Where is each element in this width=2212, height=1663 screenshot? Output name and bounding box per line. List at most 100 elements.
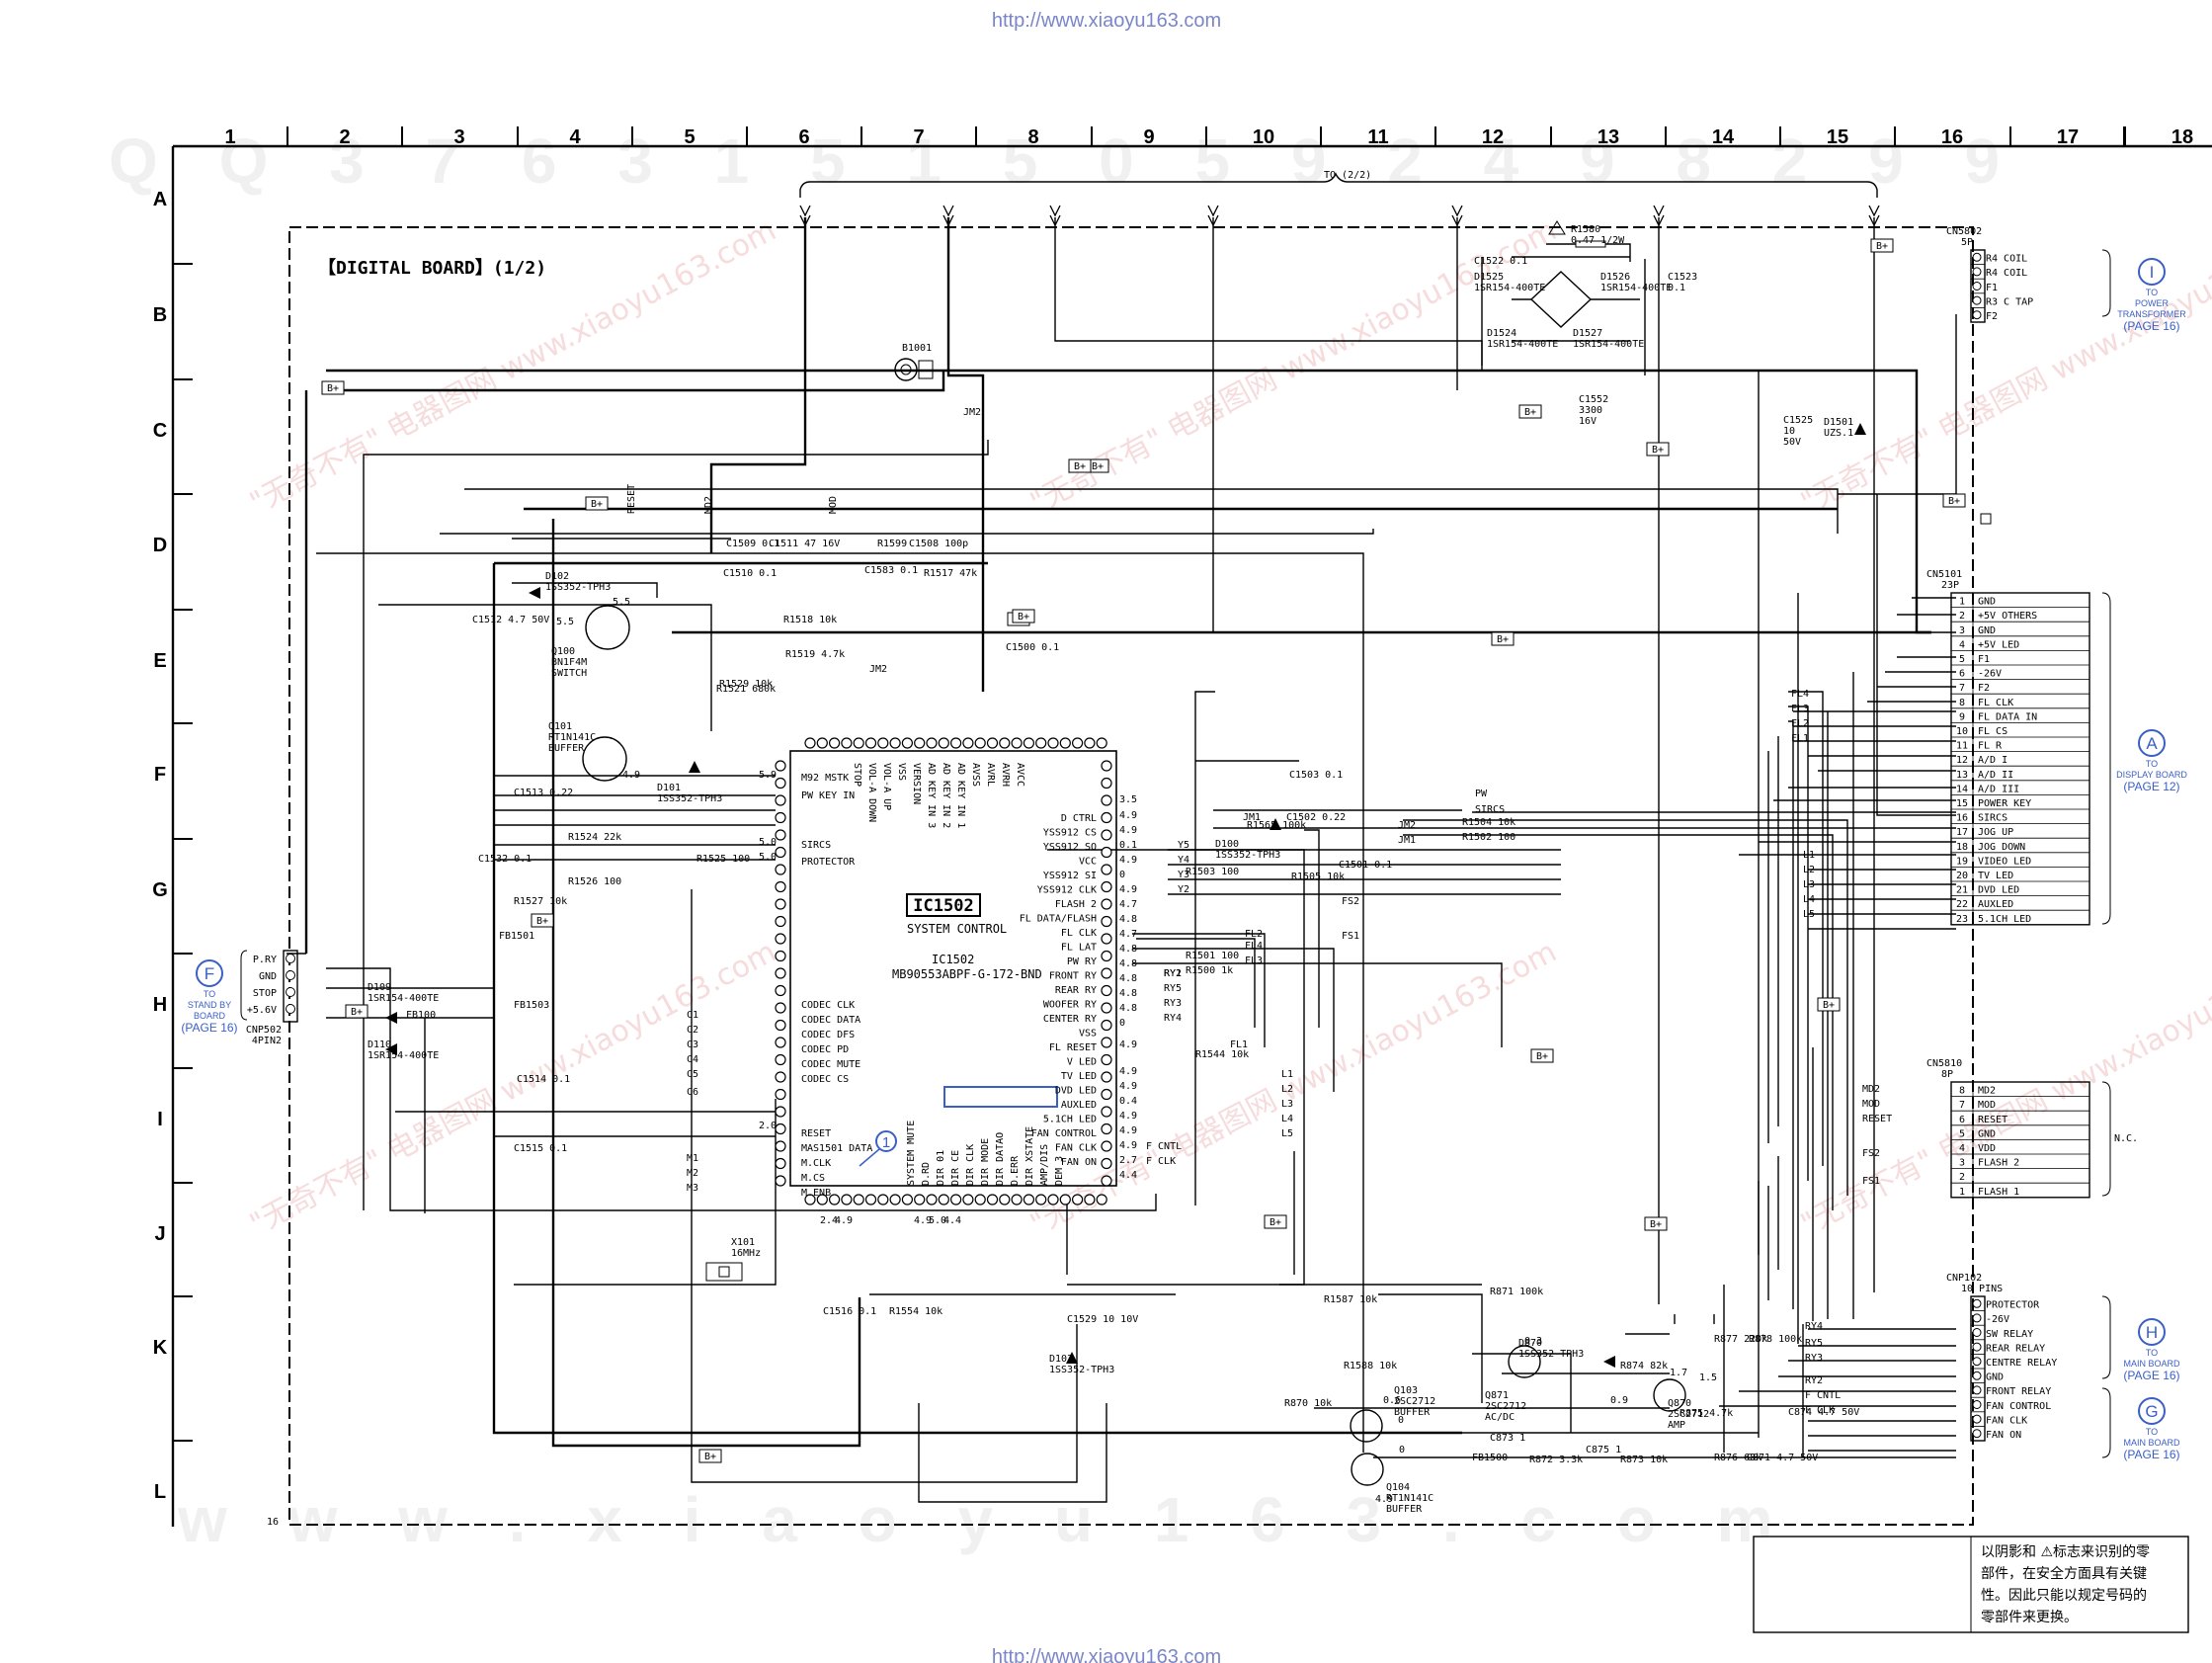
- voltage-reading: 0: [1119, 1018, 1125, 1029]
- voltage-reading: 4.9: [835, 1215, 853, 1226]
- ic-bottom-pin-label: AMP/DIS: [1039, 1144, 1050, 1186]
- voltage-reading: 0: [1398, 1415, 1404, 1426]
- column-label: 13: [1598, 126, 1619, 148]
- net-label: F CLK: [1146, 1156, 1176, 1167]
- voltage-reading: 4.9: [1119, 884, 1137, 895]
- component-label: R1565 100k: [1247, 820, 1306, 831]
- ic-bottom-pin-label: DIR CE: [950, 1150, 961, 1186]
- voltage-reading: 2.4: [820, 1215, 838, 1226]
- destination-letter: G: [2145, 1402, 2158, 1421]
- connector-pin-label: SIRCS: [1978, 813, 2007, 824]
- net-label: L3: [1281, 1099, 1293, 1110]
- bplus-marker: B+: [704, 1452, 716, 1462]
- component-label: Q100: [551, 646, 575, 657]
- voltage-reading: 4.7: [1119, 899, 1137, 910]
- bplus-marker: B+: [1092, 461, 1104, 472]
- connector-pin-number: 1: [1959, 1187, 1965, 1198]
- voltage-reading: 4.8: [1119, 914, 1137, 925]
- component-label: 16V: [1579, 416, 1597, 427]
- component-label: R1544 10k: [1195, 1049, 1249, 1060]
- component-label: R1517 47k: [924, 568, 977, 579]
- connector-pins: 4PIN2: [252, 1036, 282, 1046]
- ic-right-pin-label: V LED: [1067, 1057, 1097, 1068]
- ic-top-pin-label: AD KEY IN 2: [941, 763, 951, 828]
- voltage-reading: 4.9: [1119, 1140, 1137, 1151]
- net-label: FS2: [1342, 896, 1359, 907]
- connector-pin-label: PROTECTOR: [1986, 1300, 2040, 1311]
- component-label: R1529 10k: [719, 679, 773, 690]
- component-label: JM1: [1243, 812, 1261, 823]
- ic-left-pin-label: SIRCS: [801, 840, 831, 851]
- row-label: B: [153, 304, 167, 326]
- connector-pin-label: FL CS: [1978, 726, 2007, 737]
- watermark: Q Q 3 7 6 3 1 5 1 5 0 5 9 2 4 9 8 2 9 9 …: [109, 125, 2212, 1555]
- component-label: R877 220k: [1714, 1334, 1767, 1345]
- voltage-reading: 4.9: [1119, 855, 1137, 866]
- net-label: RY4: [1805, 1321, 1823, 1332]
- component-label: C1508 100p: [909, 539, 968, 549]
- column-label: 12: [1482, 126, 1504, 148]
- voltage-reading: 3.5: [1119, 794, 1137, 805]
- component-label: R870 10k: [1284, 1398, 1332, 1409]
- connector-pin-label: FLASH 1: [1978, 1187, 2019, 1198]
- wiring: [287, 217, 1957, 1503]
- component-label: RT1N141C: [1386, 1493, 1434, 1504]
- component-label: D100: [1215, 839, 1239, 850]
- voltage-reading: 4.9: [1119, 1066, 1137, 1077]
- connector-pin-label: +5V OTHERS: [1978, 611, 2037, 622]
- component-label: C873 1: [1490, 1433, 1525, 1444]
- connector-pin-label: FAN ON: [1986, 1430, 2021, 1441]
- connector-ref: CNP502: [246, 1025, 282, 1036]
- component-label: D101: [657, 783, 681, 793]
- net-label: M1: [687, 1153, 698, 1164]
- components: [385, 220, 1992, 1486]
- connector-pin-label: FL R: [1978, 741, 2003, 752]
- component-label: AC/DC: [1485, 1412, 1515, 1423]
- connector-pin-label: TV LED: [1978, 871, 2013, 881]
- connector-pins: 5P: [1961, 237, 1973, 248]
- component-label: R1502 100: [1462, 832, 1516, 843]
- connector-pin-number: 22: [1956, 899, 1968, 910]
- ic-top-pin-label: STOP: [852, 763, 862, 787]
- component-label: BN1F4M: [551, 657, 587, 668]
- component-label: 2SC2712: [1394, 1396, 1435, 1407]
- component-label: C1552: [1579, 394, 1608, 405]
- destination-line: DISPLAY BOARD: [2116, 770, 2187, 780]
- component-label: R1554 10k: [889, 1306, 942, 1317]
- ic-right-pin-label: FLASH 2: [1055, 899, 1097, 910]
- net-label: C3: [687, 1039, 698, 1050]
- voltage-reading: 4.8: [1119, 1003, 1137, 1014]
- connector-pin-label: FL DATA IN: [1978, 711, 2037, 722]
- connector-pin-number: 11: [1956, 741, 1968, 752]
- component-label: D1525: [1474, 272, 1504, 283]
- ic-ref: IC1502: [913, 896, 973, 916]
- connector-pin-label: FAN CLK: [1986, 1415, 2027, 1426]
- ic-left-pin-label: CODEC MUTE: [801, 1059, 860, 1070]
- ic-left-pin-label: CODEC DFS: [801, 1030, 855, 1040]
- circle-marker-1[interactable]: 1: [859, 1130, 897, 1167]
- header-url[interactable]: http://www.xiaoyu163.com: [992, 10, 1221, 32]
- ic-right-pin-label: VSS: [1079, 1029, 1097, 1039]
- board-title: 【DIGITAL BOARD】(1/2): [318, 258, 546, 279]
- ic-top-pin-label: VERSION: [911, 763, 922, 804]
- connector-pin-number: 13: [1956, 770, 1968, 781]
- footer-url[interactable]: http://www.xiaoyu163.com: [992, 1646, 1221, 1663]
- connector-pin-label: F1: [1978, 654, 1990, 665]
- nc-label: N.C.: [2114, 1133, 2138, 1144]
- ic-bottom-pin-label: DEM 3: [1054, 1156, 1065, 1186]
- ic1502[interactable]: IC1502 SYSTEM CONTROL IC1502 MB90553ABPF…: [775, 737, 1117, 1206]
- row-label: I: [157, 1109, 163, 1130]
- component-label: Q104: [1386, 1482, 1410, 1493]
- connector-pin-number: 6: [1959, 669, 1965, 680]
- connector-pin-number: 4: [1959, 1143, 1965, 1154]
- component-label: C1529 10 10V: [1067, 1314, 1138, 1325]
- connector-pin-number: 6: [1959, 1115, 1965, 1125]
- voltage-reading: 0: [1119, 870, 1125, 880]
- safety-notice: 以阴影和 ⚠标志来识别的零 部件，在安全方面具有关键 性。因此只能以规定号码的 …: [1753, 1536, 2189, 1633]
